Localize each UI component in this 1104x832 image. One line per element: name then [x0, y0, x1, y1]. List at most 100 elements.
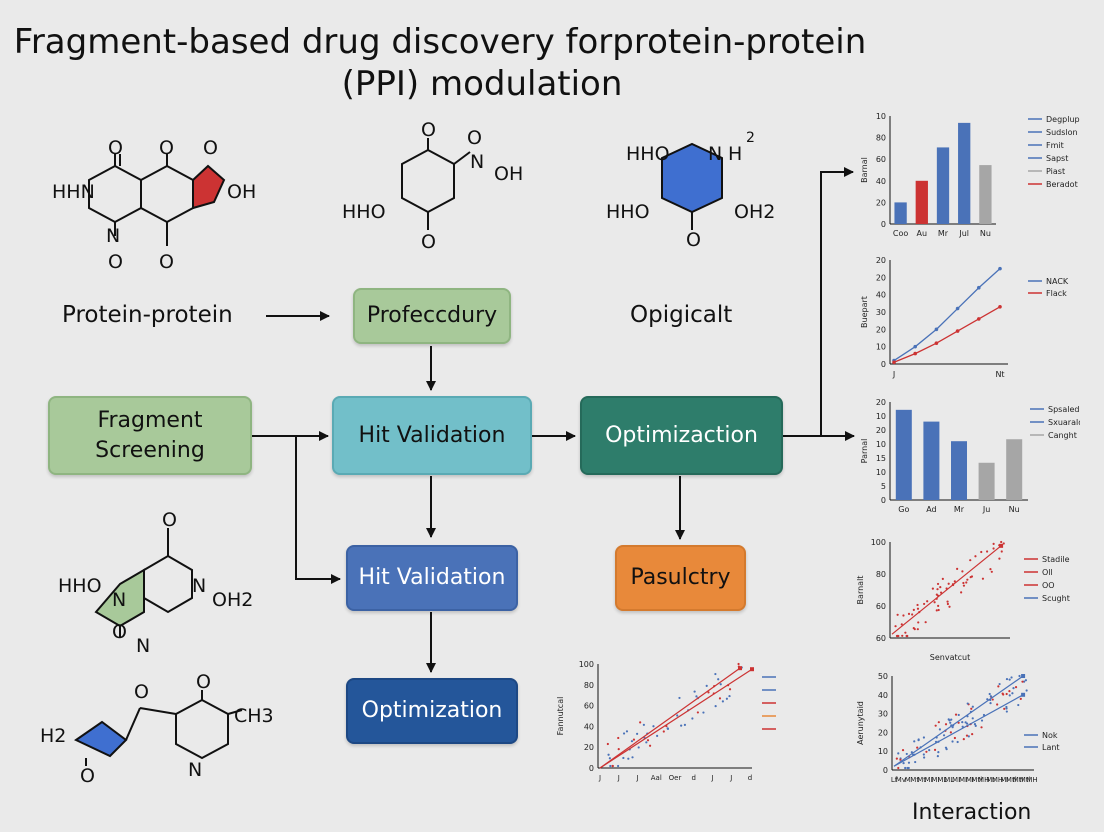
scatter-point	[680, 724, 683, 727]
scatter-point	[1025, 689, 1028, 692]
y-tick-label: 20	[876, 198, 886, 207]
scatter-point	[912, 608, 915, 611]
scatter-point	[980, 719, 984, 722]
scatter-point	[1008, 690, 1011, 693]
x-tick-label: MH	[1026, 776, 1037, 784]
node-pasulctry[interactable]: Pasulctry	[615, 545, 746, 611]
scatter-point	[991, 698, 994, 701]
scatter-point	[953, 736, 956, 740]
y-axis-label: Aerunytaid	[856, 701, 865, 745]
bar-ju	[978, 462, 995, 500]
bar-coo	[894, 202, 907, 224]
scatter-point	[942, 734, 946, 737]
x-tick-label: Ad	[926, 505, 936, 514]
x-tick-label: Mt	[917, 776, 926, 784]
legend-entry: Stadile	[1042, 555, 1070, 564]
m3-atom-n: N	[708, 143, 722, 165]
scatter-point	[1008, 694, 1011, 697]
scatter-point	[998, 682, 1001, 686]
y-tick-label: 20	[876, 273, 886, 282]
scatter-point	[642, 723, 645, 726]
legend-entry: Fmit	[1046, 141, 1064, 150]
trend-line	[893, 675, 1024, 767]
x-tick-label: MI	[931, 776, 939, 784]
scatter-point	[1001, 692, 1004, 695]
x-axis-label: Senvatcut	[930, 653, 970, 662]
scatter-point	[1010, 676, 1013, 679]
trend-line-end	[999, 543, 1004, 548]
legend-entry: NACK	[1046, 277, 1069, 286]
scatter-point	[933, 748, 937, 751]
scatter-point	[1011, 692, 1014, 695]
scatter-point	[937, 604, 940, 608]
scatter-point	[962, 581, 965, 585]
series-line-flack	[893, 306, 1001, 363]
scatter-point	[962, 738, 965, 741]
scatter-point	[1017, 703, 1020, 707]
scatter-point	[900, 623, 903, 626]
trend-line-end	[1021, 692, 1026, 697]
scatter-point	[693, 690, 696, 693]
node-optimization[interactable]: Optimization	[346, 678, 518, 744]
scatter-point	[721, 700, 724, 703]
x-tick-label: Lf	[891, 776, 898, 784]
scatter-point	[922, 736, 926, 739]
scatter-point	[989, 695, 992, 698]
scatter-point	[934, 724, 937, 727]
scatter-point	[901, 634, 904, 637]
y-tick-label: 60	[584, 702, 594, 711]
scatter-point	[935, 609, 938, 612]
m4-atom-o1: O	[162, 509, 177, 531]
m5-atom-ch3: CH3	[234, 705, 274, 727]
y-axis-label: Buepart	[860, 296, 869, 328]
scatter-point	[608, 757, 611, 760]
chart-scatter-stadile: 606080100BarnaltSenvatcutStadileOllOOScu…	[856, 538, 1070, 662]
scatter-point	[1000, 550, 1003, 553]
bar-au	[915, 180, 928, 224]
x-tick-label: d	[692, 774, 696, 782]
scatter-point	[961, 570, 964, 573]
m5-atom-h2: H2	[40, 725, 66, 747]
x-tick-label: Jul	[958, 229, 969, 238]
scatter-point	[707, 691, 710, 694]
scatter-point	[974, 724, 977, 727]
molecule-3: HHO N H 2 HHO OH2 O	[606, 130, 775, 251]
x-tick-label: MI	[924, 776, 932, 784]
bar-nu	[1006, 439, 1023, 500]
scatter-point	[947, 582, 950, 585]
scatter-point	[966, 722, 969, 725]
chart-scatter-nok-ok: 020406080100FannutcalJJJAalOerdJJdNokOkO…	[556, 660, 776, 782]
scatter-point	[1005, 692, 1008, 696]
scatter-point	[1014, 686, 1018, 689]
y-tick-label: 20	[876, 398, 886, 407]
node-profeccdury[interactable]: Profeccdury	[353, 288, 511, 344]
legend-entry: Sxuarald	[1048, 418, 1080, 427]
x-tick-label: Aal	[651, 774, 662, 782]
scatter-point	[905, 752, 908, 756]
y-tick-label: 40	[876, 291, 886, 300]
m3-atom-oh2: OH2	[734, 201, 775, 223]
scatter-point	[936, 588, 939, 591]
scatter-point	[656, 734, 659, 737]
x-tick-label: Mtl	[1020, 776, 1031, 784]
scatter-point	[933, 601, 936, 604]
x-tick-label: Go	[898, 505, 909, 514]
molecule-1: HHN O O O OH N O O	[52, 137, 256, 273]
scatter-point	[1005, 707, 1008, 710]
legend-entry: Oll	[1042, 568, 1053, 577]
scatter-point	[676, 714, 679, 717]
y-tick-label: 0	[881, 360, 886, 369]
node-hit-validation-2[interactable]: Hit Validation	[346, 545, 518, 611]
m4-atom-hho: HHO	[58, 575, 102, 597]
scatter-point	[956, 740, 959, 744]
m3-atom-hho1: HHO	[626, 143, 670, 165]
y-tick-label: 50	[878, 672, 888, 681]
y-tick-label: 40	[876, 177, 886, 186]
scatter-point	[916, 607, 920, 610]
node-optimizaction[interactable]: Optimizaction	[580, 396, 783, 475]
scatter-point	[1002, 542, 1005, 545]
node-fragment-screening[interactable]: Fragment Screening	[48, 396, 252, 475]
node-hit-validation-1[interactable]: Hit Validation	[332, 396, 532, 475]
